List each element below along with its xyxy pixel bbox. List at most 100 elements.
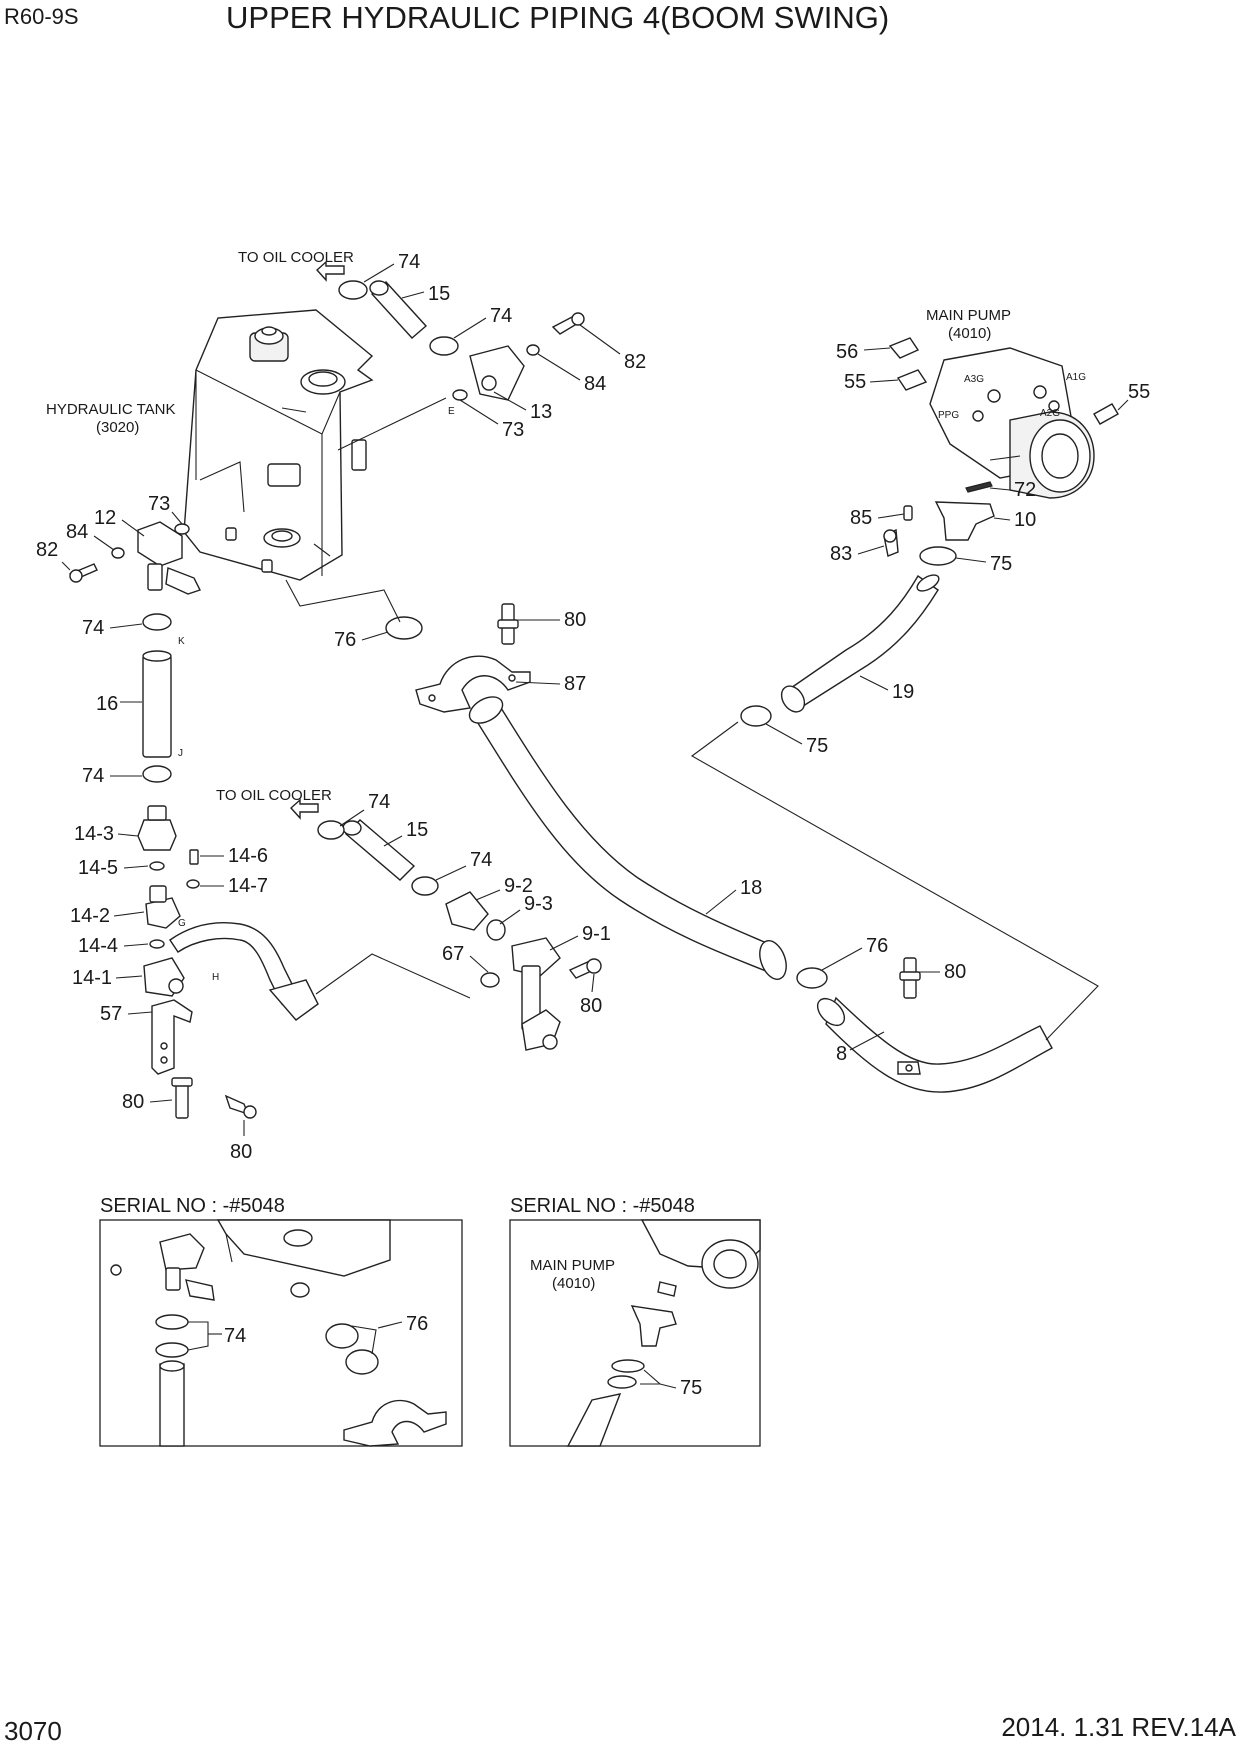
hose-15-lower [317, 819, 439, 896]
label-67: 67 [442, 943, 464, 965]
leader-line [285, 579, 401, 623]
arrow-icon [290, 798, 319, 820]
hose-15-upper [338, 280, 459, 356]
label-87: 87 [564, 673, 586, 695]
label-13: 13 [530, 401, 552, 423]
port-letter-a1g: A1G [1066, 372, 1086, 383]
model-code: R60-9S [4, 4, 79, 29]
adapter-14 [137, 805, 200, 997]
label-72: 72 [1014, 479, 1036, 501]
leader-line [315, 953, 471, 999]
hose-clamp-74 [411, 876, 439, 896]
label-74: 74 [470, 849, 492, 871]
label-75: 75 [806, 735, 828, 757]
label-55: 55 [1128, 381, 1150, 403]
label-18: 18 [740, 877, 762, 899]
label-74: 74 [490, 305, 512, 327]
callouts: 74 15 74 82 84 13 73 73 12 84 82 74 16 7… [36, 251, 1150, 1163]
label-9-1: 9-1 [582, 923, 611, 945]
port-letter-e: E [448, 406, 455, 417]
label-80: 80 [580, 995, 602, 1017]
label-75: 75 [680, 1377, 702, 1399]
port-letter-g: G [178, 918, 186, 929]
label-15: 15 [428, 283, 450, 305]
hose-18 [475, 698, 779, 973]
label-74: 74 [82, 765, 104, 787]
port-letter-k: K [178, 636, 185, 647]
port-letter-j: J [178, 748, 183, 759]
port-letter-h: H [212, 972, 219, 983]
label-14-7: 14-7 [228, 875, 268, 897]
hose-clamp-74 [338, 280, 368, 300]
label-16: 16 [96, 693, 118, 715]
label-8: 8 [836, 1043, 847, 1065]
arrow-icon [316, 260, 345, 282]
label-56: 56 [836, 341, 858, 363]
hose-clamp-74 [142, 765, 172, 783]
label-76: 76 [334, 629, 356, 651]
inset-right [509, 1219, 761, 1447]
label-14-4: 14-4 [78, 935, 118, 957]
fitting-9 [445, 891, 602, 1051]
hydraulic-tank-caption: HYDRAULIC TANK [46, 401, 175, 418]
hose-16-end [142, 650, 172, 662]
label-80: 80 [122, 1091, 144, 1113]
label-9-2: 9-2 [504, 875, 533, 897]
hose-clamp-76 [796, 967, 828, 989]
label-19: 19 [892, 681, 914, 703]
label-74: 74 [368, 791, 390, 813]
hydraulic-tank-number: (3020) [96, 419, 139, 436]
port-letter-ppg: PPG [938, 410, 959, 421]
port-letter-a3g: A3G [964, 374, 984, 385]
label-84: 84 [66, 521, 88, 543]
label-80: 80 [944, 961, 966, 983]
label-74: 74 [398, 251, 420, 273]
label-76: 76 [866, 935, 888, 957]
main-pump-number: (4010) [948, 325, 991, 342]
label-12: 12 [94, 507, 116, 529]
port-letters: E K J G H A3G A1G A2G PPG [178, 372, 1086, 983]
label-57: 57 [100, 1003, 122, 1025]
main-pump [888, 337, 1119, 499]
label-55: 55 [844, 371, 866, 393]
page-title: UPPER HYDRAULIC PIPING 4(BOOM SWING) [226, 0, 889, 35]
leader-line [659, 1383, 677, 1389]
inset-left [99, 1219, 463, 1447]
tube-end-nut [268, 979, 319, 1021]
label-74: 74 [224, 1325, 246, 1347]
label-83: 83 [830, 543, 852, 565]
inset-left-serial: SERIAL NO : -#5048 [100, 1195, 285, 1217]
label-80: 80 [564, 609, 586, 631]
hydraulic-tank [183, 309, 374, 581]
hose-19 [787, 574, 939, 709]
label-75: 75 [990, 553, 1012, 575]
fitting-13 [452, 312, 585, 401]
revision: 2014. 1.31 REV.14A [1001, 1712, 1236, 1742]
port-letter-a2g: A2G [1040, 408, 1060, 419]
label-82: 82 [624, 351, 646, 373]
bolt-80-pair [171, 1077, 257, 1119]
hose-clamp-74 [317, 820, 345, 840]
to-oil-cooler-caption-lower: TO OIL COOLER [216, 787, 332, 804]
label-14-3: 14-3 [74, 823, 114, 845]
label-82: 82 [36, 539, 58, 561]
leader-line [690, 721, 1099, 1041]
label-14-1: 14-1 [72, 967, 112, 989]
hose-clamp-75 [740, 705, 772, 727]
hose-clamp-74 [142, 613, 172, 631]
label-85: 85 [850, 507, 872, 529]
leader-line [377, 1321, 403, 1329]
label-14-2: 14-2 [70, 905, 110, 927]
to-oil-cooler-caption-upper: TO OIL COOLER [238, 249, 354, 266]
inset-main-pump-caption: MAIN PUMP [530, 1257, 615, 1274]
bolt-80 [497, 603, 519, 645]
label-14-5: 14-5 [78, 857, 118, 879]
bracket-57 [151, 999, 193, 1075]
fitting-12 [68, 521, 201, 595]
label-10: 10 [1014, 509, 1036, 531]
hose-clamp-75 [919, 546, 957, 566]
bent-tube [169, 922, 297, 1006]
hose-clamp-76 [385, 616, 423, 640]
label-73: 73 [148, 493, 170, 515]
